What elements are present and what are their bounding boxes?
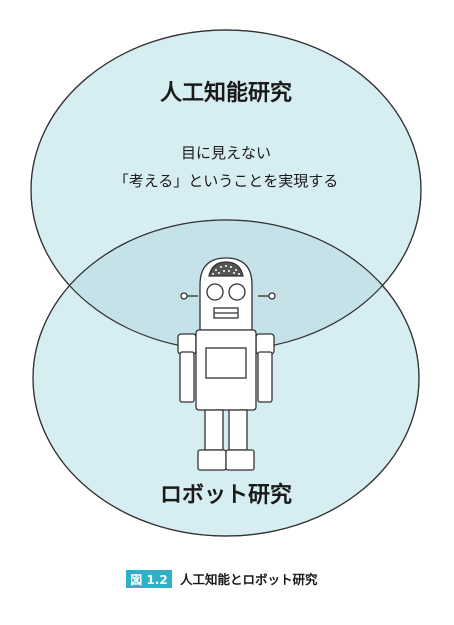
ai-description-line2: 「考える」ということを実現する: [114, 172, 339, 190]
robot-research-circle-outline: [32, 219, 420, 537]
robot-icon: [177, 257, 276, 471]
robot-research-title: ロボット研究: [160, 482, 292, 508]
ai-research-title: 人工知能研究: [160, 80, 292, 106]
figure-number-badge: [126, 570, 172, 588]
figure-caption: 人工知能とロボット研究: [180, 572, 318, 587]
ai-description-line1: 目に見えない: [181, 144, 271, 162]
figure-number: 図 1.2: [130, 573, 167, 587]
overlap-region: [33, 220, 419, 350]
